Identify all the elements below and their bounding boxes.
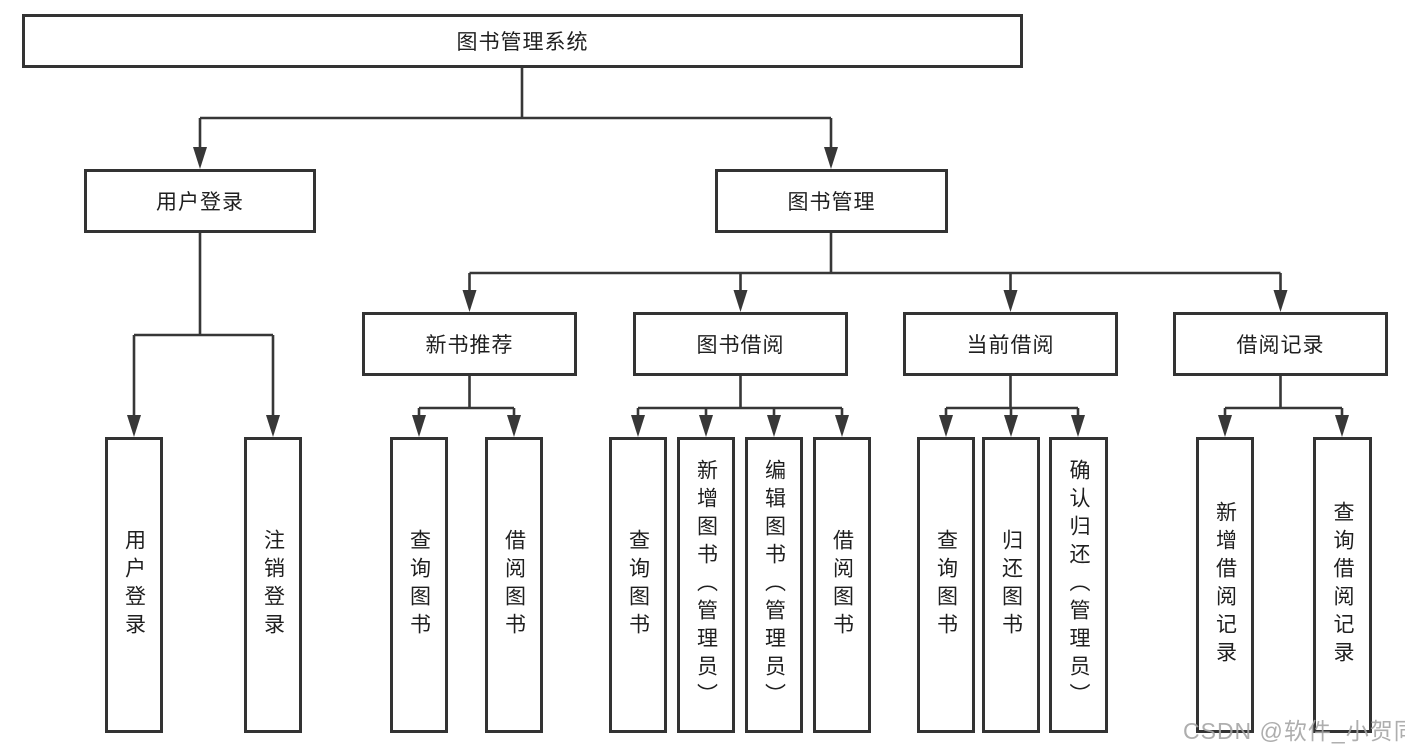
node-library-management-system: 图书管理系统 bbox=[22, 14, 1023, 68]
leaf-query-books-2: 查询图书 bbox=[609, 437, 667, 733]
leaf-query-books-1: 查询图书 bbox=[390, 437, 448, 733]
leaf-borrow-books-2: 借阅图书 bbox=[813, 437, 871, 733]
node-new-book-recommend: 新书推荐 bbox=[362, 312, 577, 376]
leaf-user-login: 用户登录 bbox=[105, 437, 163, 733]
leaf-return-books: 归还图书 bbox=[982, 437, 1040, 733]
leaf-logout: 注销登录 bbox=[244, 437, 302, 733]
leaf-query-borrow-record: 查询借阅记录 bbox=[1313, 437, 1372, 733]
node-book-borrow: 图书借阅 bbox=[633, 312, 848, 376]
arrowheads bbox=[127, 147, 1349, 437]
leaf-edit-books-admin: 编辑图书（管理员） bbox=[745, 437, 803, 733]
csdn-watermark: CSDN @软件_小贺同学 bbox=[1183, 718, 1405, 744]
node-user-login: 用户登录 bbox=[84, 169, 316, 233]
leaf-add-books-admin: 新增图书（管理员） bbox=[677, 437, 735, 733]
leaf-add-borrow-record: 新增借阅记录 bbox=[1196, 437, 1254, 733]
leaf-confirm-return-admin: 确认归还（管理员） bbox=[1049, 437, 1108, 733]
node-borrow-records: 借阅记录 bbox=[1173, 312, 1388, 376]
leaf-query-books-3: 查询图书 bbox=[917, 437, 975, 733]
node-book-management: 图书管理 bbox=[715, 169, 948, 233]
node-current-borrow: 当前借阅 bbox=[903, 312, 1118, 376]
leaf-borrow-books-1: 借阅图书 bbox=[485, 437, 543, 733]
